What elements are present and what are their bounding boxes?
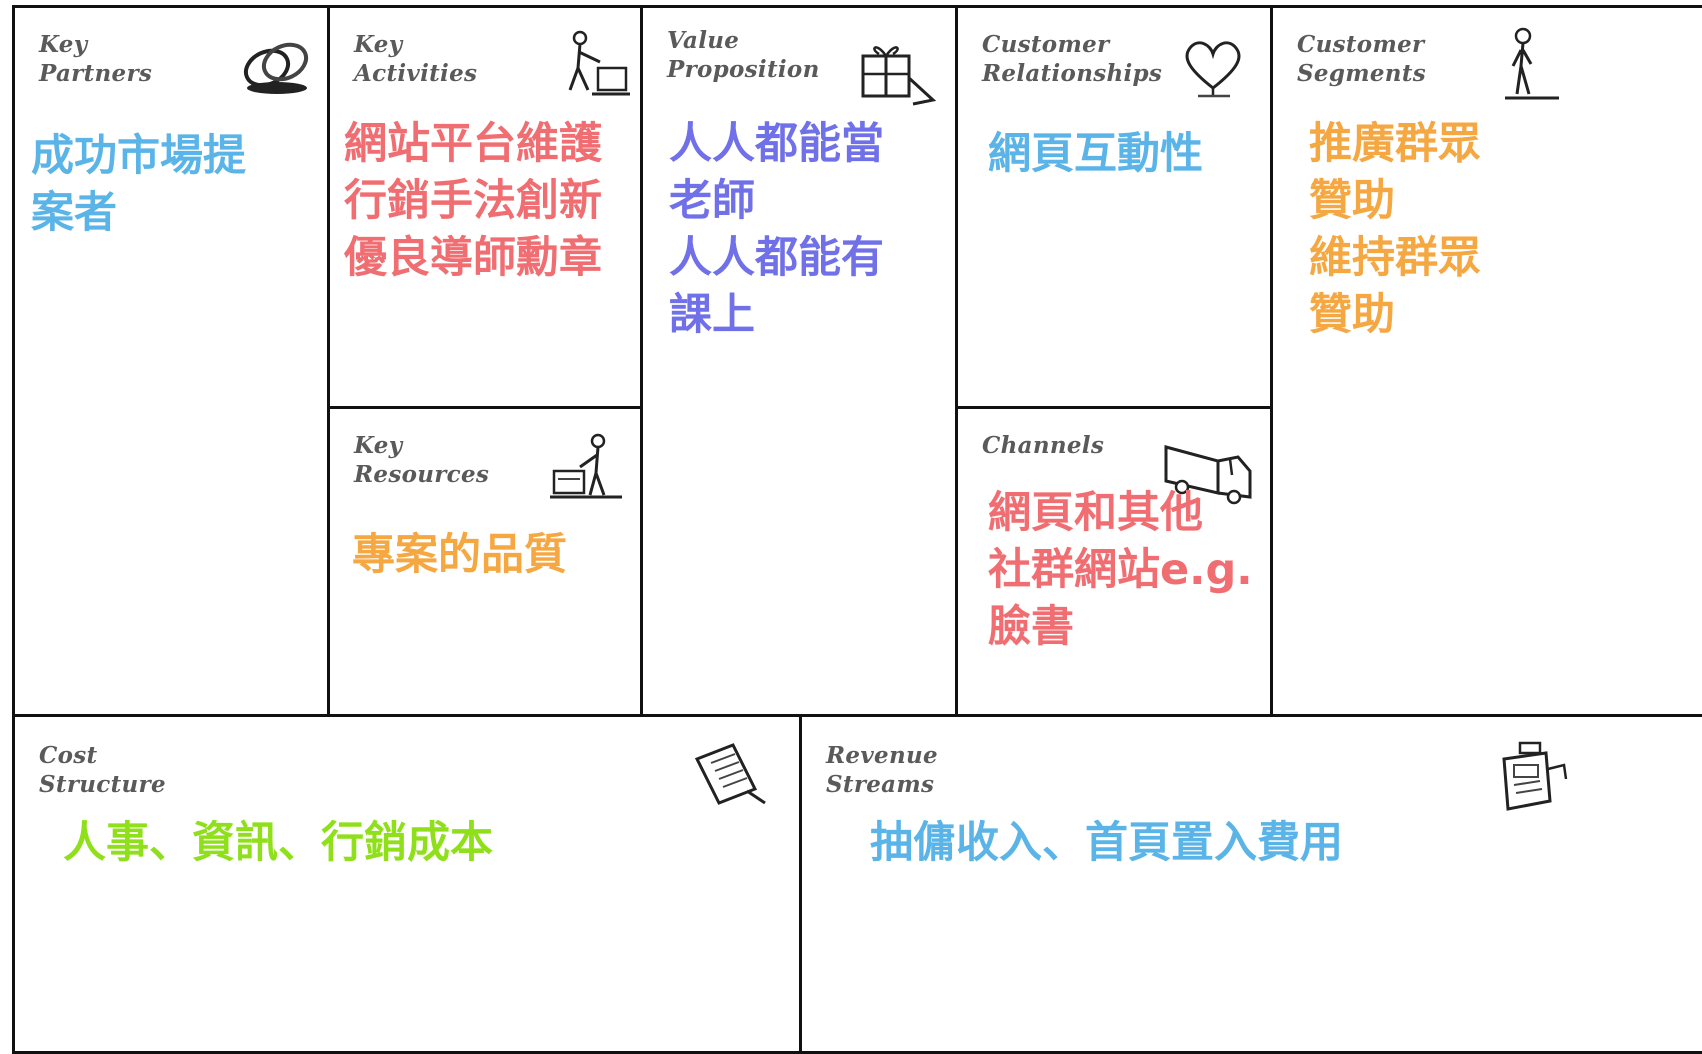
customer-segments-heading: Customer Segments: [1297, 31, 1426, 87]
customer-relationships-block: Customer Relationships 網頁互動性: [955, 5, 1274, 410]
worker-pushing-icon: [562, 28, 632, 100]
value-proposition-heading: Value Proposition: [667, 27, 820, 83]
cash-register-icon: [1490, 739, 1570, 819]
channels-block: Channels 網頁和其他 社群網站e.g. 臉書: [955, 406, 1274, 718]
delivery-truck-icon: [1162, 437, 1254, 507]
key-activities-content: 網站平台維護 行銷手法創新 優良導師勳章: [344, 119, 602, 283]
customer-relationships-heading: Customer Relationships: [982, 31, 1163, 87]
gift-box-icon: [857, 38, 937, 108]
key-partners-block: Key Partners 成功市場提 案者: [12, 5, 330, 718]
key-activities-block: Key Activities 網站平台維護 行銷手法創新 優良導師勳章: [327, 5, 644, 410]
revenue-streams-heading: Revenue Streams: [826, 742, 938, 798]
receipt-icon: [687, 741, 769, 811]
cost-structure-content: 人事、資訊、行銷成本: [63, 818, 493, 868]
standing-person-icon: [1499, 26, 1563, 106]
cost-structure-block: Cost Structure 人事、資訊、行銷成本: [12, 714, 803, 1054]
channels-heading: Channels: [982, 432, 1105, 459]
revenue-streams-content: 抽傭收入、首頁置入費用: [870, 818, 1343, 868]
key-partners-heading: Key Partners: [39, 31, 153, 87]
key-resources-content: 專案的品質: [352, 530, 567, 580]
heart-icon: [1180, 36, 1246, 100]
value-proposition-content: 人人都能當 老師 人人都能有 課上: [669, 119, 884, 340]
cost-structure-heading: Cost Structure: [39, 742, 166, 798]
channels-content: 網頁和其他 社群網站e.g. 臉書: [988, 488, 1253, 652]
customer-segments-block: Customer Segments 推廣群眾 贊助 維持群眾 贊助: [1270, 5, 1702, 718]
customer-relationships-content: 網頁互動性: [988, 129, 1203, 179]
forklift-worker-icon: [550, 431, 626, 505]
revenue-streams-block: Revenue Streams 抽傭收入、首頁置入費用: [799, 714, 1702, 1054]
value-proposition-block: Value Proposition 人人都能當 老師 人人都能有 課上: [640, 5, 959, 718]
key-resources-block: Key Resources 專案的品質: [327, 406, 644, 718]
key-activities-heading: Key Activities: [354, 31, 478, 87]
key-resources-heading: Key Resources: [354, 432, 490, 488]
linked-rings-icon: [233, 34, 317, 100]
customer-segments-content: 推廣群眾 贊助 維持群眾 贊助: [1309, 119, 1481, 340]
key-partners-content: 成功市場提 案者: [31, 131, 246, 238]
